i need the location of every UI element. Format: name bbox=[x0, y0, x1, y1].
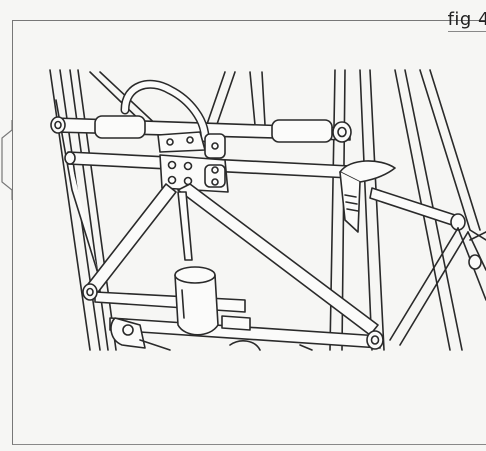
pivot-hinge bbox=[110, 317, 171, 351]
brace-diagonal-cross bbox=[82, 183, 379, 336]
brace-right bbox=[369, 187, 486, 346]
frame-tube-left bbox=[49, 69, 117, 351]
connector-block bbox=[174, 266, 219, 336]
figure-frame bbox=[12, 20, 486, 445]
figure-label: fig 4 bbox=[447, 9, 486, 32]
crossbar-upper bbox=[50, 115, 352, 143]
latch-clip bbox=[339, 160, 396, 233]
lower-detail bbox=[229, 340, 313, 351]
handle-bracket bbox=[120, 79, 210, 143]
frame-notch bbox=[1, 120, 13, 200]
joint-plate bbox=[157, 131, 229, 193]
